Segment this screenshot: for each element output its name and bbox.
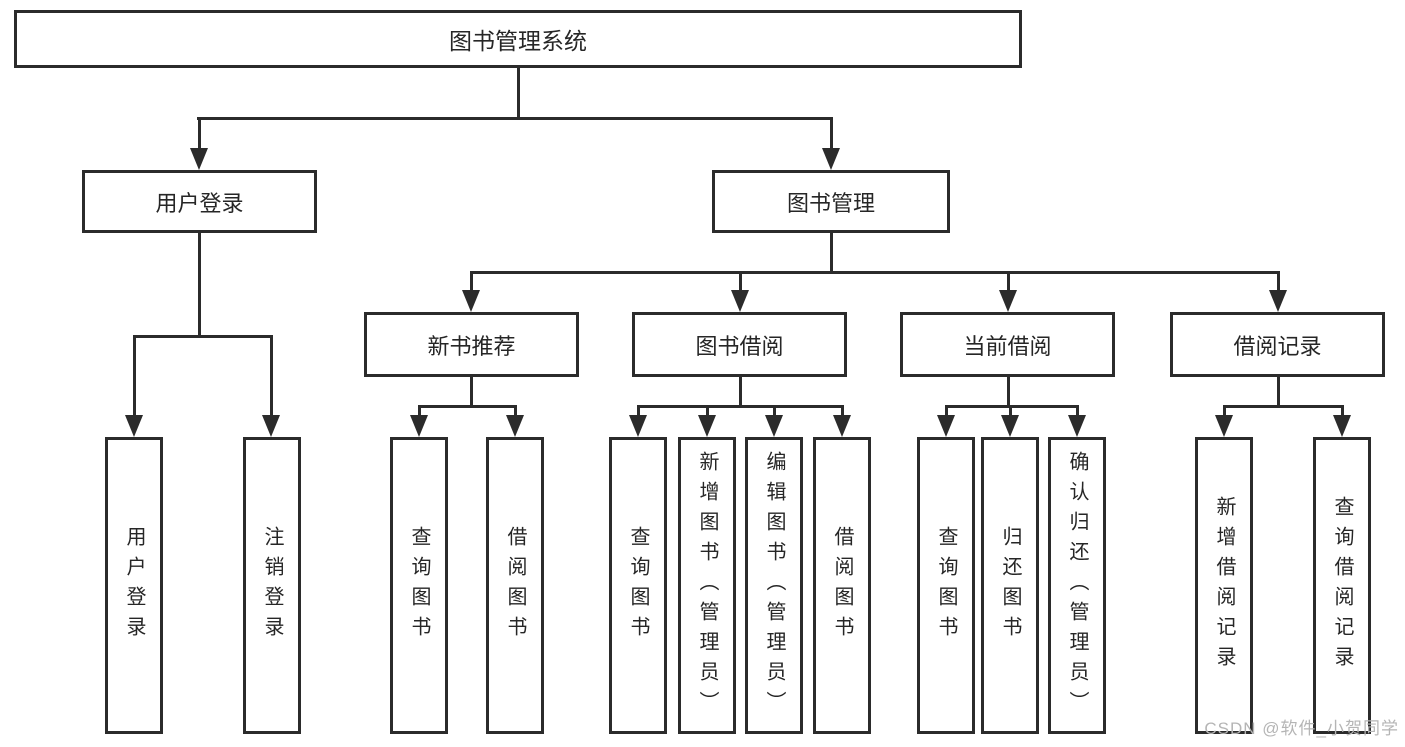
leaf-logout: 注销登录 [243, 437, 301, 734]
leaf-borrowing-query-books: 查询图书 [609, 437, 667, 734]
connector-line-v [841, 405, 844, 417]
connector-line-v [198, 117, 201, 150]
leaf-user-login: 用户登录 [105, 437, 163, 734]
node-borrow-records: 借阅记录 [1170, 312, 1385, 377]
arrow-down-icon [937, 415, 955, 437]
connector-line-v [1223, 405, 1226, 417]
connector-line-h [637, 405, 844, 408]
leaf-borrowing-add-books-admin: 新增图书（管理员） [678, 437, 736, 734]
arrow-down-icon [506, 415, 524, 437]
connector-line-v [830, 117, 833, 150]
arrow-down-icon [262, 415, 280, 437]
connector-line-v [739, 377, 742, 407]
arrow-down-icon [765, 415, 783, 437]
arrow-down-icon [1215, 415, 1233, 437]
connector-line-v [517, 68, 520, 120]
leaf-recommend-borrow-books: 借阅图书 [486, 437, 544, 734]
node-current-borrowing: 当前借阅 [900, 312, 1115, 377]
connector-line-v [830, 233, 833, 273]
leaf-current-return-books: 归还图书 [981, 437, 1039, 734]
arrow-down-icon [125, 415, 143, 437]
connector-line-v [1076, 405, 1079, 417]
connector-line-v [739, 271, 742, 292]
connector-line-v [1009, 405, 1012, 417]
connector-line-v [637, 405, 640, 417]
leaf-borrowing-edit-books-admin: 编辑图书（管理员） [745, 437, 803, 734]
arrow-down-icon [731, 290, 749, 312]
connector-line-v [945, 405, 948, 417]
leaf-records-query-borrow-record: 查询借阅记录 [1313, 437, 1371, 734]
connector-line-v [1341, 405, 1344, 417]
node-library-system: 图书管理系统 [14, 10, 1022, 68]
connector-line-h [133, 335, 273, 338]
arrow-down-icon [1001, 415, 1019, 437]
arrow-down-icon [698, 415, 716, 437]
connector-line-v [706, 405, 709, 417]
node-new-book-recommend: 新书推荐 [364, 312, 579, 377]
leaf-borrowing-borrow-books: 借阅图书 [813, 437, 871, 734]
arrow-down-icon [629, 415, 647, 437]
connector-line-h [1223, 405, 1343, 408]
node-book-management: 图书管理 [712, 170, 950, 233]
connector-line-v [418, 405, 421, 417]
arrow-down-icon [1269, 290, 1287, 312]
connector-line-h [197, 117, 833, 120]
arrow-down-icon [822, 148, 840, 170]
connector-line-v [514, 405, 517, 417]
connector-line-v [133, 335, 136, 417]
leaf-records-add-borrow-record: 新增借阅记录 [1195, 437, 1253, 734]
leaf-current-query-books: 查询图书 [917, 437, 975, 734]
arrow-down-icon [999, 290, 1017, 312]
connector-line-v [470, 271, 473, 292]
node-user-login: 用户登录 [82, 170, 317, 233]
arrow-down-icon [410, 415, 428, 437]
connector-line-v [1277, 271, 1280, 292]
arrow-down-icon [1333, 415, 1351, 437]
csdn-watermark: CSDN @软件_小贺同学 [1204, 719, 1399, 738]
connector-line-v [470, 377, 473, 407]
leaf-recommend-query-books: 查询图书 [390, 437, 448, 734]
node-book-borrowing: 图书借阅 [632, 312, 847, 377]
connector-line-v [1007, 271, 1010, 292]
connector-line-h [418, 405, 517, 408]
connector-line-v [1007, 377, 1010, 407]
arrow-down-icon [1068, 415, 1086, 437]
connector-line-v [270, 335, 273, 417]
connector-line-v [198, 233, 201, 337]
arrow-down-icon [833, 415, 851, 437]
connector-line-v [773, 405, 776, 417]
leaf-current-confirm-return-admin: 确认归还（管理员） [1048, 437, 1106, 734]
arrow-down-icon [190, 148, 208, 170]
connector-line-h [470, 271, 1280, 274]
arrow-down-icon [462, 290, 480, 312]
connector-line-v [1277, 377, 1280, 407]
